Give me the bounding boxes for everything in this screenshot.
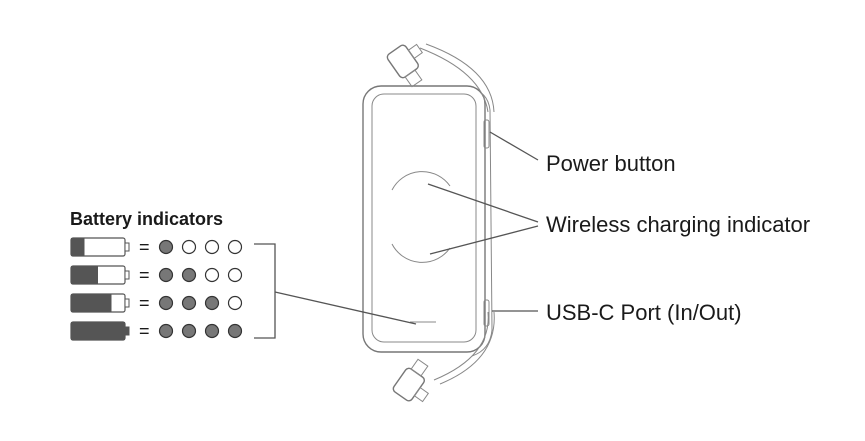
led-on-dot xyxy=(181,295,197,311)
led-on-dot xyxy=(158,295,174,311)
led-off-dot xyxy=(227,267,243,283)
power-button-label: Power button xyxy=(546,151,676,176)
battery-level-fill xyxy=(71,322,125,340)
battery-indicator-row: = xyxy=(70,293,243,313)
wireless-charging-indicator-shape xyxy=(391,171,451,263)
battery-indicator-row: = xyxy=(70,237,243,257)
battery-indicators-title: Battery indicators xyxy=(70,209,223,229)
equals-sign: = xyxy=(139,321,150,341)
led-on-dot xyxy=(204,295,220,311)
equals-sign: = xyxy=(139,265,150,285)
usbc-port-label: USB-C Port (In/Out) xyxy=(546,300,742,325)
battery-level-fill xyxy=(71,266,98,284)
led-on-dot xyxy=(204,323,220,339)
led-off-dot xyxy=(227,295,243,311)
equals-sign: = xyxy=(139,293,150,313)
led-on-dot xyxy=(181,267,197,283)
battery-tip xyxy=(124,326,130,336)
battery-indicator-row: = xyxy=(70,321,243,341)
power-bank-device xyxy=(362,85,493,357)
led-off-dot xyxy=(204,239,220,255)
battery-tip xyxy=(124,298,130,308)
battery-indicator-row: = xyxy=(70,265,243,285)
battery-level-fill xyxy=(71,238,85,256)
wireless-charging-label: Wireless charging indicator xyxy=(546,212,810,237)
battery-indicator-list: = = = = xyxy=(70,237,243,341)
led-on-dot xyxy=(227,323,243,339)
power-button-shape xyxy=(483,119,490,149)
battery-tip xyxy=(124,242,130,252)
battery-level-fill xyxy=(71,294,112,312)
led-on-dot xyxy=(158,323,174,339)
led-on-dot xyxy=(158,267,174,283)
battery-tip xyxy=(124,270,130,280)
led-off-dot xyxy=(204,267,220,283)
led-on-dot xyxy=(181,323,197,339)
led-off-dot xyxy=(227,239,243,255)
usb-cable xyxy=(386,43,495,403)
leader-lines xyxy=(254,131,539,339)
equals-sign: = xyxy=(139,237,150,257)
led-off-dot xyxy=(181,239,197,255)
led-on-dot xyxy=(158,239,174,255)
